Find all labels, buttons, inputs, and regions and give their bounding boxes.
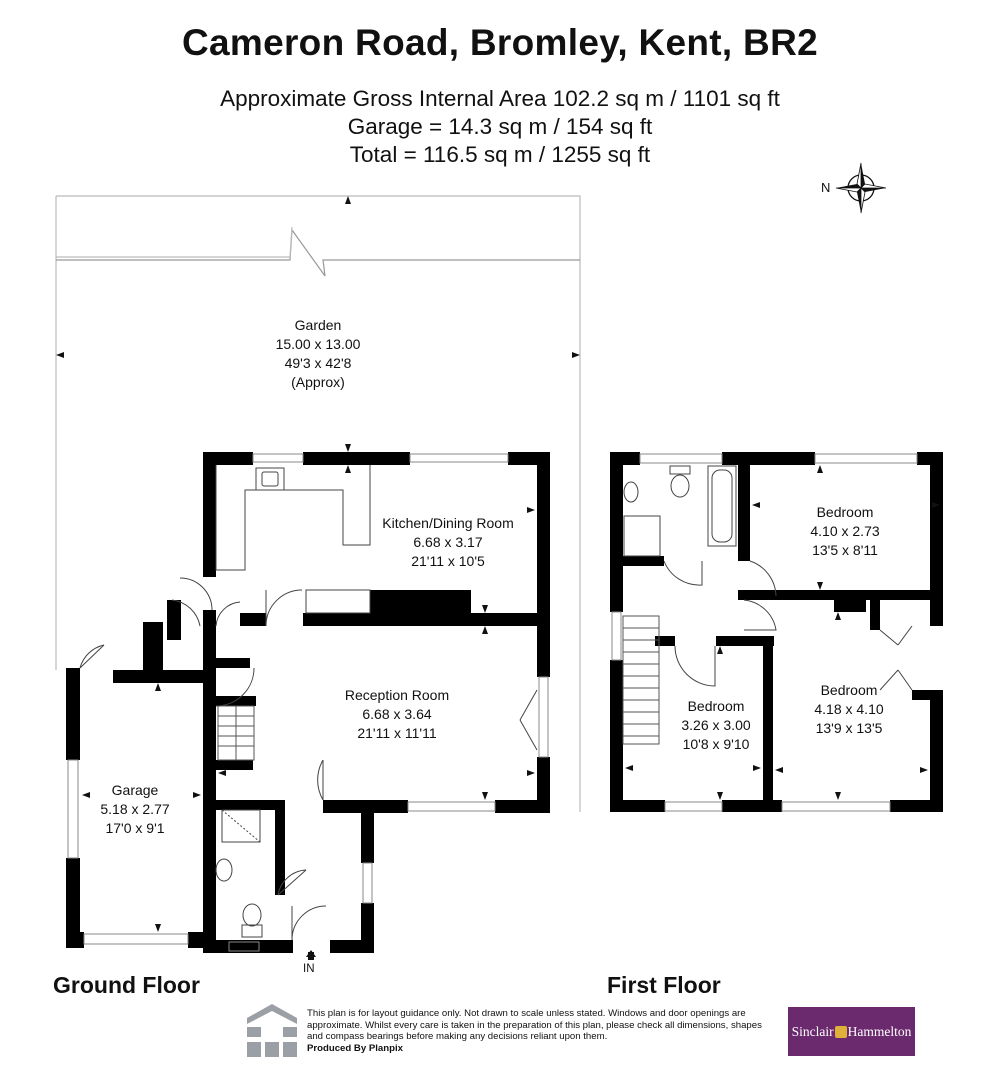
room-name: Garage (111, 782, 159, 798)
room-kitchen: Kitchen/Dining Room 6.68 x 3.17 21'11 x … (382, 514, 514, 571)
room-imperial: 10'8 x 9'10 (682, 736, 750, 752)
compass-north-label: N (821, 180, 831, 195)
room-metric: 6.68 x 3.64 (362, 706, 432, 722)
ground-floor-windows (67, 453, 549, 952)
logo-text-left: Sinclair (791, 1023, 834, 1039)
room-note: (Approx) (291, 374, 345, 390)
room-imperial: 13'5 x 8'11 (812, 542, 878, 558)
house-icon (834, 1025, 847, 1038)
logo-text-right: Hammelton (847, 1023, 912, 1039)
room-name: Kitchen/Dining Room (382, 515, 514, 531)
room-garden: Garden 15.00 x 13.00 49'3 x 42'8 (Approx… (276, 316, 361, 392)
first-floor-label: First Floor (607, 972, 721, 998)
ground-floor-label: Ground Floor (53, 972, 200, 998)
agent-logo: Sinclair Hammelton (788, 1007, 915, 1056)
room-reception: Reception Room 6.68 x 3.64 21'11 x 11'11 (345, 686, 449, 743)
room-metric: 4.18 x 4.10 (814, 701, 884, 717)
room-metric: 6.68 x 3.17 (413, 534, 483, 550)
entrance-arrow-icon (308, 952, 314, 960)
room-metric: 3.26 x 3.00 (681, 717, 751, 733)
ground-floor-fittings (79, 465, 538, 941)
planpix-logo-icon (247, 1004, 297, 1057)
room-bedroom-3: Bedroom 4.18 x 4.10 13'9 x 13'5 (814, 681, 883, 738)
room-metric: 5.18 x 2.77 (100, 801, 170, 817)
room-name: Garden (294, 317, 342, 333)
room-imperial: 49'3 x 42'8 (284, 355, 352, 371)
ground-dimension-arrows (82, 465, 535, 957)
first-floor-walls (610, 452, 943, 812)
room-name: Bedroom (687, 698, 745, 714)
room-metric: 15.00 x 13.00 (275, 336, 361, 352)
room-name: Bedroom (816, 504, 874, 520)
room-metric: 4.10 x 2.73 (810, 523, 880, 539)
producer-credit: Produced By Planpix (307, 1042, 403, 1054)
first-floor-fittings (622, 465, 913, 745)
dimension-arrows (56, 196, 580, 452)
plan-title: Cameron Road, Bromley, Kent, BR2 (182, 22, 818, 63)
room-imperial: 21'11 x 10'5 (411, 553, 485, 569)
ground-floor-walls (66, 452, 550, 953)
compass-icon (835, 162, 887, 214)
room-imperial: 21'11 x 11'11 (357, 725, 437, 741)
room-imperial: 13'9 x 13'5 (815, 720, 883, 736)
room-imperial: 17'0 x 9'1 (105, 820, 165, 836)
room-garage: Garage 5.18 x 2.77 17'0 x 9'1 (100, 781, 169, 838)
disclaimer-text: This plan is for layout guidance only. N… (307, 1008, 762, 1043)
room-bedroom-1: Bedroom 4.10 x 2.73 13'5 x 8'11 (810, 503, 879, 560)
first-dimension-arrows (625, 465, 940, 800)
total-area-text: Total = 116.5 sq m / 1255 sq ft (349, 142, 651, 167)
garage-area-text: Garage = 14.3 sq m / 154 sq ft (347, 114, 653, 139)
garden-outline (55, 195, 581, 812)
room-name: Reception Room (344, 687, 450, 703)
first-floor-windows (611, 453, 918, 812)
disclaimer: This plan is for layout guidance only. N… (307, 1008, 777, 1054)
entrance-label: IN (303, 963, 315, 975)
room-name: Bedroom (820, 682, 878, 698)
gross-area-text: Approximate Gross Internal Area 102.2 sq… (220, 86, 780, 111)
room-bedroom-2: Bedroom 3.26 x 3.00 10'8 x 9'10 (681, 697, 750, 754)
